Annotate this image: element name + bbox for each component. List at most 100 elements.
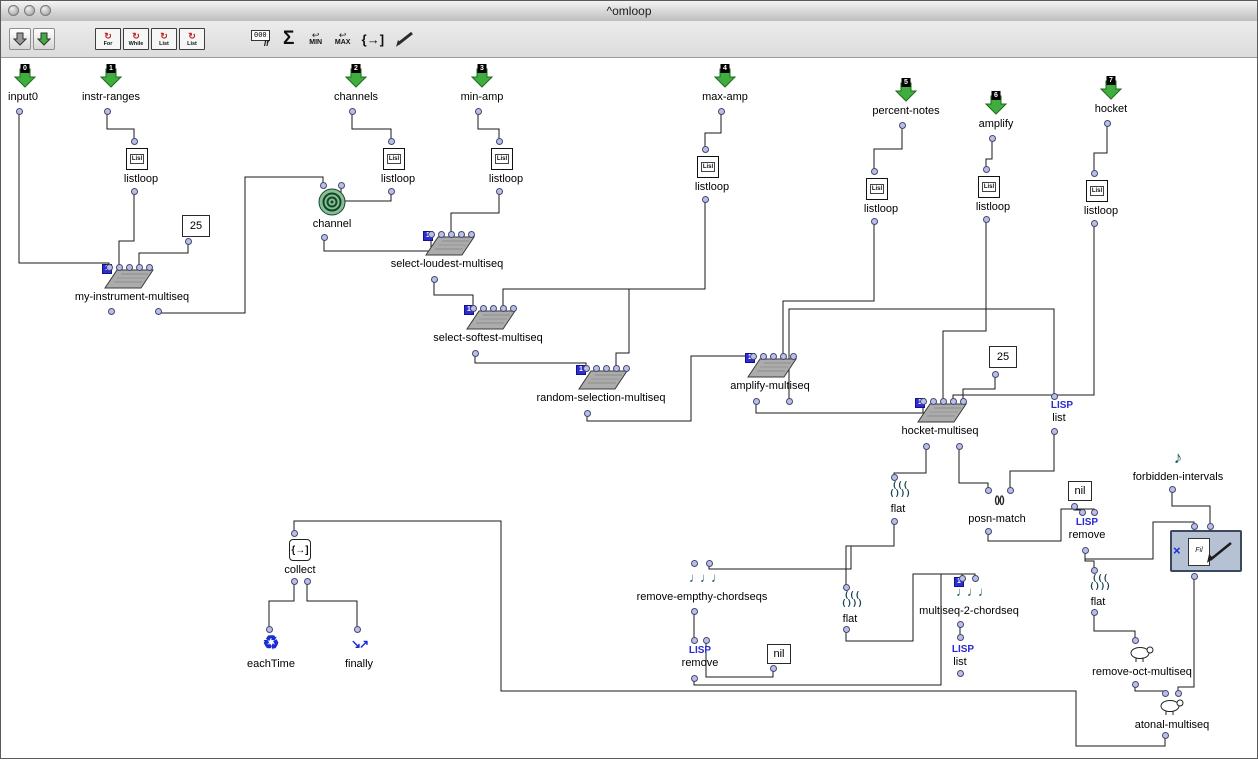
patch-cord[interactable] [450, 193, 500, 232]
inlet[interactable] [890, 473, 898, 481]
inlet[interactable] [319, 181, 327, 189]
toolbar-collect-icon[interactable]: {→] [362, 28, 384, 50]
outlet[interactable] [583, 409, 591, 417]
input-arrow-icon[interactable]: 5 [895, 78, 917, 102]
flat-icon[interactable]: (((())) [1089, 574, 1111, 592]
outlet[interactable] [922, 442, 930, 450]
patch-cord[interactable] [845, 523, 895, 585]
patch-cord[interactable] [268, 583, 295, 627]
patch-cord[interactable] [1084, 521, 1195, 560]
outlet[interactable] [701, 195, 709, 203]
patch-cord[interactable] [586, 355, 753, 422]
patch-cord[interactable] [323, 232, 432, 252]
toolbar-max-icon[interactable]: ↩MAX [334, 30, 351, 47]
patch-cord[interactable] [1093, 125, 1108, 171]
inlet[interactable] [956, 633, 964, 641]
value-box[interactable]: 25 [182, 215, 210, 237]
patch-cord[interactable] [477, 113, 500, 141]
patch-cord[interactable] [1177, 578, 1195, 691]
outlet[interactable] [956, 620, 964, 628]
listloop-icon[interactable]: Lisl [126, 148, 148, 170]
chordseq-notes-icon[interactable]: ♩♩♩1 [954, 577, 991, 599]
finally-icon[interactable]: ↘↗ [350, 637, 369, 651]
patch-cord[interactable] [1171, 491, 1211, 524]
patch-cord[interactable] [351, 113, 392, 141]
multiseq-function-icon[interactable]: 1 [745, 353, 797, 378]
patch-cord[interactable] [942, 221, 987, 399]
patch-cord[interactable] [693, 573, 976, 686]
inlet[interactable] [1078, 508, 1086, 516]
outlet[interactable] [956, 669, 964, 677]
inlet[interactable] [130, 137, 138, 145]
value-box[interactable]: 25 [989, 346, 1017, 368]
outlet[interactable] [430, 275, 438, 283]
patch-cord[interactable] [293, 520, 1166, 747]
patch-cord[interactable] [340, 187, 392, 202]
outlet[interactable] [1103, 119, 1111, 127]
inlet[interactable] [702, 636, 710, 644]
outlet[interactable] [290, 577, 298, 585]
inlet[interactable] [1050, 392, 1058, 400]
inlet[interactable] [1090, 508, 1098, 516]
inlet[interactable] [592, 364, 600, 372]
inlet[interactable] [971, 574, 979, 582]
inlet[interactable] [469, 304, 477, 312]
input-arrow-icon[interactable]: 6 [985, 91, 1007, 115]
outlet[interactable] [184, 237, 192, 245]
inlet[interactable] [705, 559, 713, 567]
input-arrow-icon[interactable]: 4 [714, 64, 736, 88]
outlet[interactable] [769, 664, 777, 672]
patch-cord[interactable] [138, 243, 189, 265]
zoom-button[interactable] [40, 5, 51, 16]
toolbar-min-icon[interactable]: ↩MIN [309, 30, 323, 47]
chordseq-notes-icon[interactable]: ♩♩♩ [689, 570, 724, 585]
patch-cord[interactable] [474, 355, 587, 366]
inlet[interactable] [982, 165, 990, 173]
music-note-icon[interactable]: ♪ [1173, 448, 1183, 467]
outlet[interactable] [471, 349, 479, 357]
patch-cord[interactable] [705, 642, 774, 678]
outlet[interactable] [982, 215, 990, 223]
patch-cord[interactable] [1134, 686, 1166, 693]
outlet[interactable] [1090, 219, 1098, 227]
outlet[interactable] [991, 370, 999, 378]
inlet[interactable] [499, 304, 507, 312]
outlet[interactable] [303, 577, 311, 585]
outlet[interactable] [107, 307, 115, 315]
outlet[interactable] [15, 107, 23, 115]
inlet[interactable] [489, 304, 497, 312]
inlet[interactable] [984, 486, 992, 494]
inlet[interactable] [690, 636, 698, 644]
toolbar-listacc-icon[interactable]: ↻List [179, 28, 205, 50]
inlet[interactable] [290, 529, 298, 537]
outlet[interactable] [103, 107, 111, 115]
patch-cord[interactable] [755, 403, 924, 414]
inlet[interactable] [145, 263, 153, 271]
inlet[interactable] [1131, 636, 1139, 644]
inlet[interactable] [789, 352, 797, 360]
outlet[interactable] [785, 397, 793, 405]
inlet[interactable] [495, 137, 503, 145]
outlet[interactable] [752, 397, 760, 405]
patch-cord[interactable] [106, 113, 135, 141]
flat-icon[interactable]: (((())) [889, 481, 911, 499]
outlet[interactable] [348, 107, 356, 115]
inlet[interactable] [467, 230, 475, 238]
toolbar-listloop-icon[interactable]: ↻List [151, 28, 177, 50]
outlet[interactable] [717, 107, 725, 115]
patch-cord[interactable] [433, 281, 474, 306]
close-button[interactable] [8, 5, 19, 16]
inlet[interactable] [612, 364, 620, 372]
inlet[interactable] [125, 263, 133, 271]
toolbar-whileloop-icon[interactable]: ↻While [123, 28, 149, 50]
outlet[interactable] [890, 517, 898, 525]
patch-cord[interactable] [1084, 552, 1095, 568]
inlet[interactable] [939, 397, 947, 405]
inlet[interactable] [779, 352, 787, 360]
eachtime-icon[interactable]: ♻ [262, 633, 280, 654]
listloop-icon[interactable]: Lisl [978, 176, 1000, 198]
inlet[interactable] [919, 397, 927, 405]
patch-cord[interactable] [18, 113, 110, 265]
